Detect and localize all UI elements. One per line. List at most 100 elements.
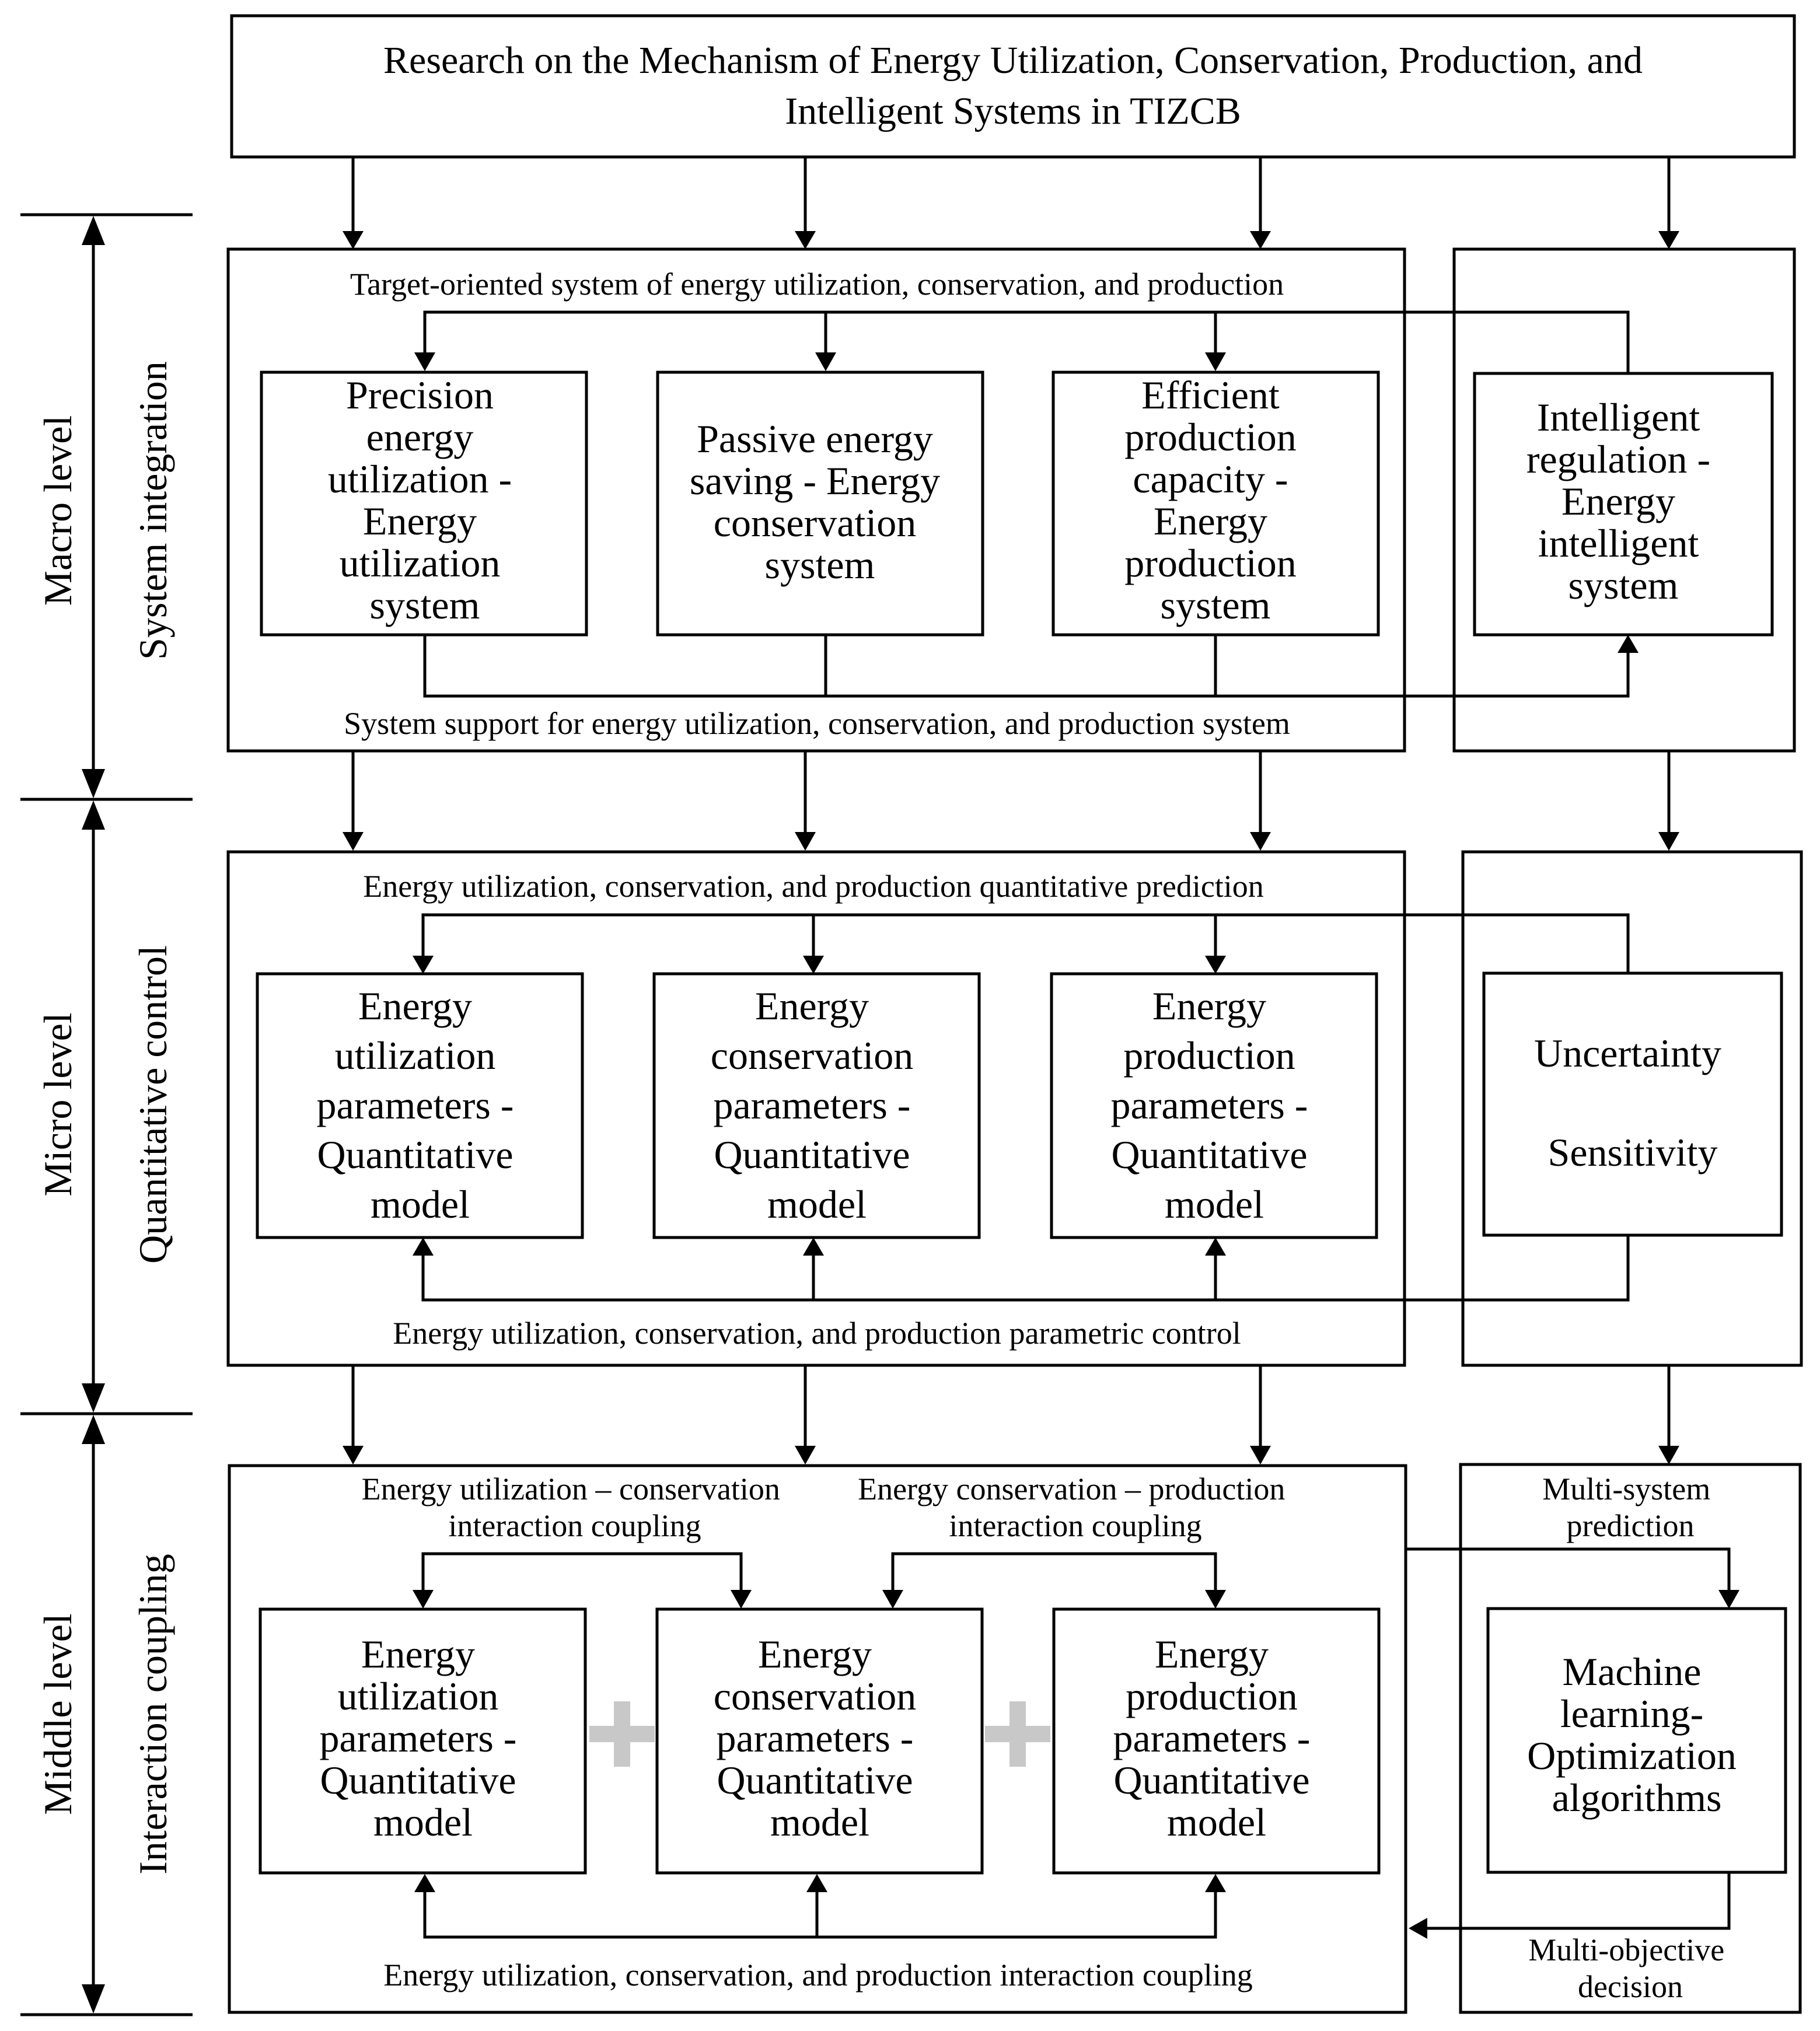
micro-feedback-lines	[413, 913, 1630, 1302]
micro-box-production-line: production	[1123, 1033, 1295, 1078]
macro-box-intelligent: Intelligent regulation - Energy intellig…	[1473, 372, 1774, 637]
macro-box-conservation: Passive energy saving - Energy conservat…	[656, 370, 984, 637]
svg-text:Energy utilization: Energy utilization parameters - Quantita…	[317, 984, 524, 1226]
macro-box-intelligent-line: regulation -	[1526, 437, 1710, 481]
micro-box-utilization-line: parameters -	[317, 1083, 514, 1127]
title-box	[230, 14, 1796, 159]
macro-box-production-line: Efficient	[1141, 373, 1280, 417]
middle-box-production-line: Quantitative	[1113, 1758, 1309, 1802]
middle-box-machine-learning-line: algorithms	[1552, 1775, 1722, 1820]
middle-box-conservation-line: Quantitative	[717, 1758, 913, 1802]
macro-box-production-line: Energy	[1154, 499, 1267, 543]
svg-text:Passive energy saving -: Passive energy saving - Energy conservat…	[690, 417, 950, 587]
middle-box-conservation-line: conservation	[714, 1674, 916, 1718]
micro-bottom-label: Energy utilization, conservation, and pr…	[393, 1316, 1241, 1351]
middle-box-utilization-line: Energy	[361, 1632, 475, 1676]
middle-box-production-line: Energy	[1155, 1632, 1269, 1676]
title-line-1: Research on the Mechanism of Energy Util…	[383, 39, 1643, 82]
micro-box-utilization-line: utilization	[335, 1033, 496, 1078]
micro-box-uncertainty: Uncertainty Sensitivity	[1482, 971, 1783, 1237]
macro-to-micro-arrows	[343, 751, 1679, 851]
macro-box-conservation-line: conservation	[714, 501, 916, 545]
middle-bottom-label: Energy utilization, conservation, and pr…	[383, 1957, 1253, 1992]
level-scale	[20, 213, 193, 2016]
micro-box-conservation-line: conservation	[711, 1033, 913, 1078]
micro-box-uncertainty-line: Sensitivity	[1548, 1130, 1718, 1174]
macro-box-conservation-line: saving - Energy	[690, 459, 940, 503]
micro-box-production-line: Energy	[1152, 984, 1266, 1028]
macro-box-conservation-line: Passive energy	[697, 417, 933, 461]
multi-objective-decision-label: Multi-objective decision	[1528, 1932, 1732, 2004]
macro-box-production-line: production	[1124, 415, 1297, 459]
svg-text:Uncertainty Sensitivity: Uncertainty Sensitivity	[1534, 1031, 1731, 1174]
micro-box-conservation-line: parameters -	[714, 1083, 911, 1127]
middle-box-utilization: Energy utilization parameters - Quantita…	[258, 1607, 587, 1875]
macro-level-label: Macro level	[36, 415, 80, 606]
svg-text:Energy production: Energy production parameters - Quantitat…	[1113, 1632, 1321, 1844]
macro-box-intelligent-line: Energy	[1562, 479, 1675, 523]
micro-box-production-line: model	[1165, 1182, 1264, 1226]
plus-icon	[589, 1701, 655, 1767]
micro-box-utilization-line: Energy	[358, 984, 472, 1028]
svg-text:Machine learning-: Machine learning- Optimization algorithm…	[1527, 1649, 1746, 1820]
micro-to-middle-arrows	[343, 1365, 1679, 1464]
svg-text:Energy conservation: Energy conservation parameters - Quantit…	[714, 1632, 926, 1844]
macro-box-utilization-line: energy	[366, 415, 474, 459]
middle-level-label: Middle level	[36, 1613, 80, 1815]
macro-box-intelligent-line: intelligent	[1538, 521, 1699, 565]
middle-box-production-line: model	[1167, 1800, 1266, 1844]
middle-box-production: Energy production parameters - Quantitat…	[1052, 1607, 1381, 1875]
middle-coupling-lines	[413, 1547, 1739, 1939]
macro-feedback-lines	[414, 310, 1639, 698]
middle-box-utilization-line: utilization	[338, 1674, 499, 1718]
macro-box-utilization-line: Precision	[346, 373, 494, 417]
micro-box-production: Energy production parameters - Quantitat…	[1050, 972, 1378, 1239]
macro-box-production: Efficient production capacity - Energy p…	[1052, 370, 1380, 637]
middle-box-machine-learning-line: learning-	[1560, 1691, 1703, 1736]
macro-box-intelligent-line: system	[1569, 563, 1679, 607]
middle-box-conservation-line: model	[770, 1800, 869, 1844]
interaction-coupling-label: Interaction coupling	[131, 1554, 175, 1874]
multi-system-prediction-label: Multi-system prediction	[1542, 1471, 1718, 1543]
middle-box-conservation-line: Energy	[758, 1632, 872, 1676]
coupling-left-label: Energy utilization – conservation intera…	[362, 1471, 788, 1543]
coupling-right-label: Energy conservation – production interac…	[858, 1471, 1293, 1543]
middle-box-utilization-line: model	[373, 1800, 473, 1844]
macro-box-conservation-line: system	[765, 543, 875, 587]
title-line-2: Intelligent Systems in TIZCB	[785, 90, 1241, 132]
micro-box-utilization-line: model	[371, 1182, 470, 1226]
svg-text:Efficient production: Efficient production capacity - Energy p…	[1124, 373, 1307, 627]
micro-box-utilization: Energy utilization parameters - Quantita…	[256, 972, 584, 1239]
micro-top-label: Energy utilization, conservation, and pr…	[363, 869, 1264, 904]
system-integration-label: System integration	[131, 361, 175, 660]
middle-box-production-line: production	[1126, 1674, 1298, 1718]
macro-box-utilization-line: system	[370, 583, 480, 627]
svg-text:Energy production: Energy production parameters - Quantitat…	[1111, 984, 1318, 1226]
micro-box-production-line: parameters -	[1111, 1083, 1308, 1127]
macro-box-utilization-line: utilization -	[328, 457, 512, 501]
middle-box-utilization-line: Quantitative	[320, 1758, 516, 1802]
macro-box-utilization: Precision energy utilization - Energy ut…	[260, 370, 588, 637]
macro-box-production-line: production	[1124, 541, 1297, 585]
svg-text:Intelligent regulation -: Intelligent regulation - Energy intellig…	[1526, 395, 1720, 607]
middle-box-production-line: parameters -	[1113, 1716, 1311, 1760]
plus-icon	[985, 1701, 1050, 1767]
middle-box-conservation-line: parameters -	[717, 1716, 914, 1760]
title-to-macro-arrows	[343, 157, 1679, 249]
micro-box-conservation-line: model	[767, 1182, 867, 1226]
micro-box-uncertainty-line: Uncertainty	[1534, 1031, 1721, 1075]
svg-text:Energy conservation: Energy conservation parameters - Quantit…	[711, 984, 923, 1226]
middle-box-machine-learning-line: Machine	[1563, 1649, 1702, 1694]
micro-box-conservation-line: Quantitative	[714, 1132, 910, 1177]
middle-box-utilization-line: parameters -	[320, 1716, 517, 1760]
svg-text:Precision energy u: Precision energy utilization - Energy ut…	[328, 373, 522, 627]
micro-level-label: Micro level	[36, 1012, 80, 1196]
macro-box-production-line: capacity -	[1133, 457, 1288, 501]
micro-box-conservation-line: Energy	[755, 984, 869, 1028]
svg-text:Energy utilization: Energy utilization parameters - Quantita…	[320, 1632, 527, 1844]
middle-box-machine-learning: Machine learning- Optimization algorithm…	[1486, 1607, 1787, 1874]
micro-box-conservation: Energy conservation parameters - Quantit…	[652, 972, 981, 1239]
macro-bottom-label: System support for energy utilization, c…	[344, 706, 1290, 741]
quantitative-control-label: Quantitative control	[131, 945, 175, 1264]
